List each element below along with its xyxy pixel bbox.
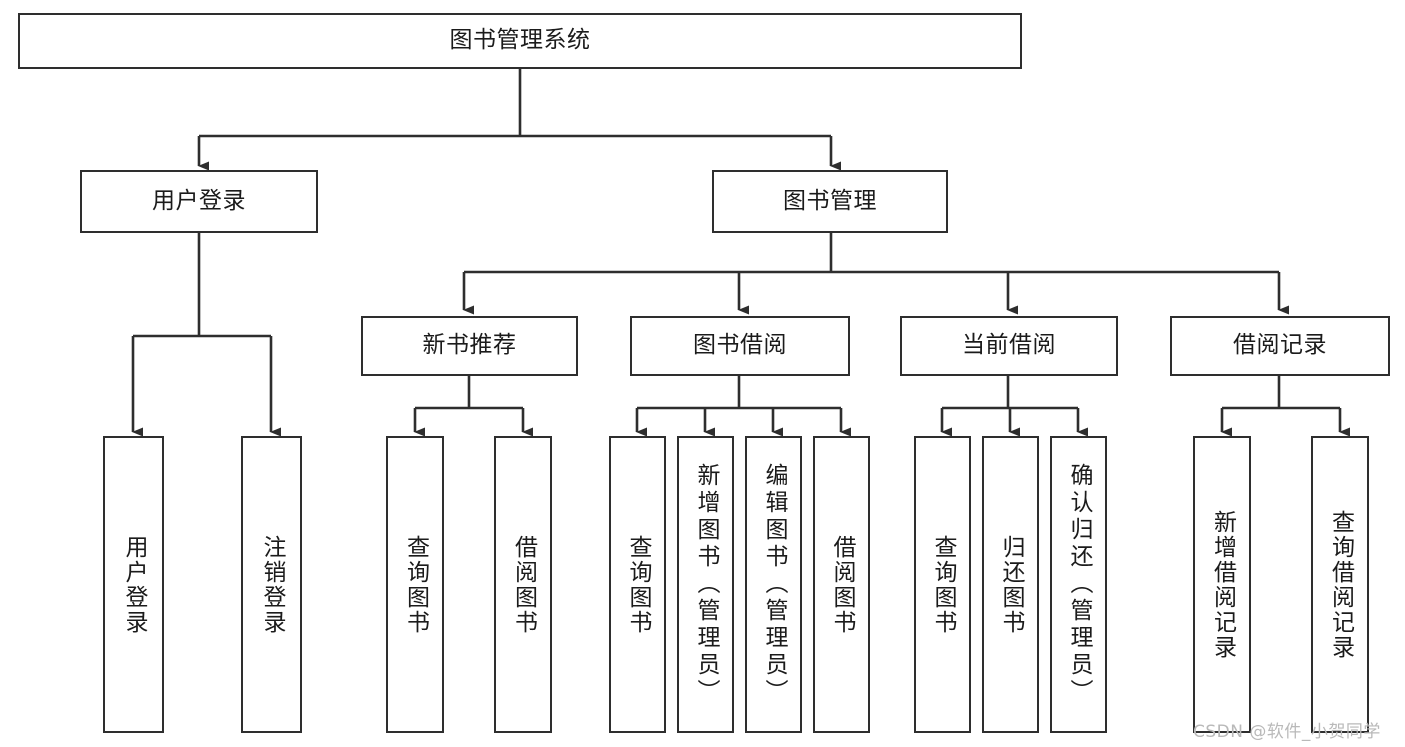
node-leaf-confirm-return-admin[interactable]: 确认归还（管理员） <box>1050 436 1107 733</box>
node-leaf-user-login[interactable]: 用户登录 <box>103 436 164 733</box>
node-label: 当前借阅 <box>962 332 1056 359</box>
node-borrow-record[interactable]: 借阅记录 <box>1170 316 1390 376</box>
node-label: 新增图书（管理员） <box>693 463 719 706</box>
node-leaf-query-book-new-recommend[interactable]: 查询图书 <box>386 436 444 733</box>
node-leaf-add-book-admin[interactable]: 新增图书（管理员） <box>677 436 734 733</box>
node-user-login[interactable]: 用户登录 <box>80 170 318 233</box>
node-label: 查询图书 <box>930 534 956 635</box>
node-label: 用户登录 <box>121 534 147 635</box>
node-label: 新书推荐 <box>422 332 517 359</box>
node-leaf-borrow-book-new-recommend[interactable]: 借阅图书 <box>494 436 552 733</box>
node-leaf-query-book-borrow[interactable]: 查询图书 <box>609 436 666 733</box>
node-label: 查询借阅记录 <box>1327 509 1354 660</box>
node-book-management[interactable]: 图书管理 <box>712 170 948 233</box>
node-leaf-query-borrow-record[interactable]: 查询借阅记录 <box>1311 436 1369 733</box>
node-label: 归还图书 <box>998 534 1024 635</box>
node-book-borrow[interactable]: 图书借阅 <box>630 316 850 376</box>
node-label: 图书借阅 <box>693 332 787 359</box>
node-label: 查询图书 <box>625 534 651 635</box>
node-label: 编辑图书（管理员） <box>761 463 787 706</box>
node-leaf-edit-book-admin[interactable]: 编辑图书（管理员） <box>745 436 802 733</box>
node-label: 借阅记录 <box>1233 332 1327 359</box>
csdn-watermark: CSDN @软件_小贺同学 <box>1193 722 1381 742</box>
node-leaf-add-borrow-record[interactable]: 新增借阅记录 <box>1193 436 1251 733</box>
node-label: 图书管理 <box>783 187 877 214</box>
node-current-borrow[interactable]: 当前借阅 <box>900 316 1118 376</box>
node-leaf-logout-login[interactable]: 注销登录 <box>241 436 302 733</box>
node-root-book-management-system[interactable]: 图书管理系统 <box>18 13 1022 69</box>
node-leaf-query-book-current[interactable]: 查询图书 <box>914 436 971 733</box>
node-leaf-borrow-book-borrow[interactable]: 借阅图书 <box>813 436 870 733</box>
node-label: 确认归还（管理员） <box>1066 463 1092 706</box>
node-label: 借阅图书 <box>510 534 537 635</box>
node-label: 借阅图书 <box>829 534 855 635</box>
node-label: 图书管理系统 <box>449 27 591 54</box>
node-label: 新增借阅记录 <box>1209 509 1236 660</box>
node-label: 查询图书 <box>402 534 429 635</box>
node-new-book-recommend[interactable]: 新书推荐 <box>361 316 578 376</box>
node-label: 用户登录 <box>152 187 246 214</box>
node-leaf-return-book[interactable]: 归还图书 <box>982 436 1039 733</box>
node-label: 注销登录 <box>259 534 285 635</box>
